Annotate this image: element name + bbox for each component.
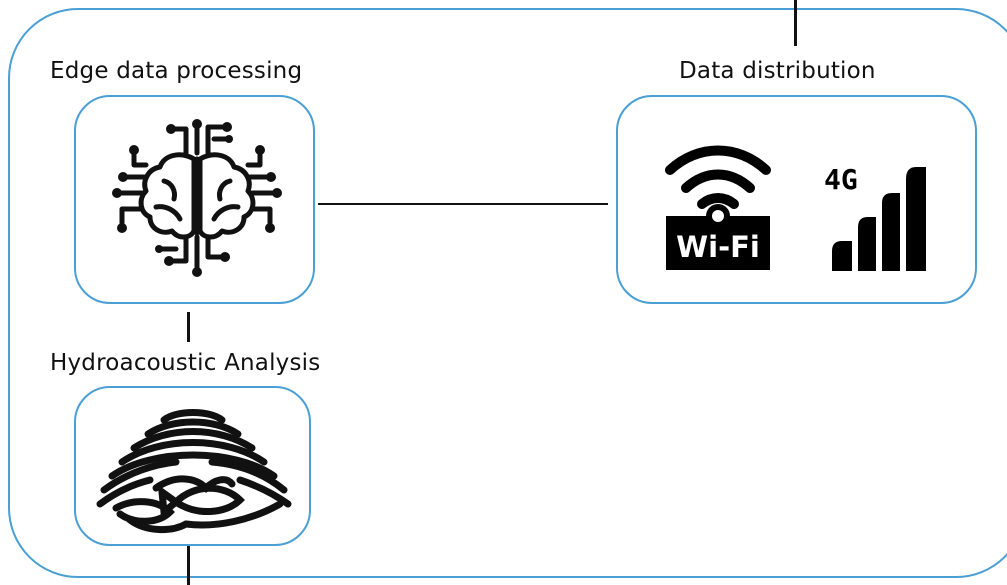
distribution-label: Data distribution bbox=[679, 58, 876, 84]
edge-label: Edge data processing bbox=[50, 58, 303, 84]
hydroacoustic-box bbox=[74, 386, 311, 546]
brain-circuit-icon bbox=[112, 119, 282, 277]
system-container bbox=[8, 8, 1007, 578]
cellular-signal-icon: 4G bbox=[824, 163, 926, 271]
wifi-icon: Wi-Fi bbox=[665, 145, 771, 270]
connector-top bbox=[794, 0, 797, 46]
cellular-label: 4G bbox=[824, 163, 858, 196]
edge-processing-box bbox=[74, 95, 315, 304]
sonar-fish-icon bbox=[96, 409, 292, 533]
data-distribution-box: Wi-Fi 4G bbox=[616, 95, 977, 304]
connector-edge-distribution bbox=[318, 203, 608, 205]
hydro-label: Hydroacoustic Analysis bbox=[50, 350, 321, 376]
connector-bottom bbox=[187, 546, 190, 585]
connector-edge-hydro bbox=[187, 312, 190, 342]
wifi-label: Wi-Fi bbox=[676, 230, 760, 264]
